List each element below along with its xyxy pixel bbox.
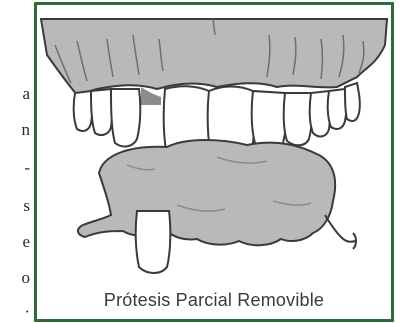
metal-clasp	[325, 215, 356, 249]
side-text-line: o	[22, 268, 31, 288]
figure-caption: Prótesis Parcial Removible	[37, 290, 391, 311]
side-text-line: s	[23, 196, 30, 216]
removable-partial-denture	[78, 140, 335, 245]
side-text-line: a	[22, 84, 30, 104]
side-text-line: ·	[24, 302, 30, 322]
side-text-line: -	[24, 158, 30, 178]
side-text-column: a n - s e o ·	[0, 0, 34, 323]
figure-frame: Prótesis Parcial Removible	[34, 2, 394, 322]
denture-illustration	[37, 5, 391, 285]
side-text-line: e	[22, 232, 30, 252]
denture-tooth	[136, 211, 171, 273]
side-text-line: n	[22, 120, 31, 140]
